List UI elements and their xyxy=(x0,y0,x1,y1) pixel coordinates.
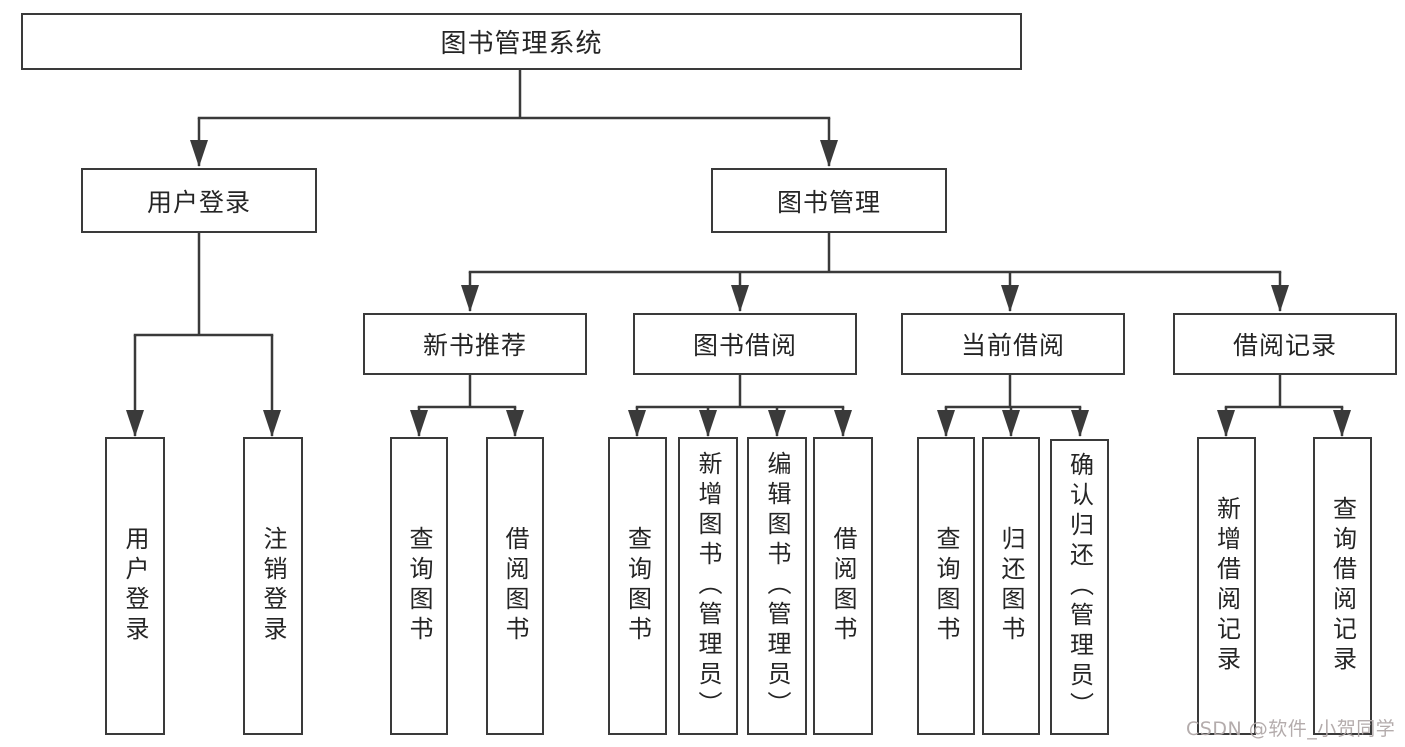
node-book-borrowing: 图书借阅 xyxy=(633,313,857,375)
leaf-node-query-books-current: 查询图书 xyxy=(917,437,975,735)
node-label: 注销登录 xyxy=(259,526,287,646)
leaf-node-return-books: 归还图书 xyxy=(982,437,1040,735)
node-label: 借阅图书 xyxy=(501,526,529,646)
node-label: 新书推荐 xyxy=(422,331,527,360)
leaf-node-user-login: 用户登录 xyxy=(105,437,165,735)
leaf-node-query-borrow-record: 查询借阅记录 xyxy=(1313,437,1372,735)
leaf-node-borrow-books-recommend: 借阅图书 xyxy=(486,437,544,735)
leaf-node-confirm-return-admin: 确认归还（管理员） xyxy=(1050,439,1109,735)
csdn-watermark: CSDN @软件_小贺同学 xyxy=(1186,718,1396,740)
node-label: 新增借阅记录 xyxy=(1212,496,1241,676)
node-label: 借阅图书 xyxy=(829,526,857,646)
leaf-node-borrow-books-borrowing: 借阅图书 xyxy=(813,437,873,735)
node-label: 编辑图书（管理员） xyxy=(763,451,791,721)
node-new-book-recommendation: 新书推荐 xyxy=(363,313,587,375)
leaf-node-edit-books-admin: 编辑图书（管理员） xyxy=(747,437,807,735)
leaf-node-query-books-borrowing: 查询图书 xyxy=(608,437,667,735)
node-label: 查询借阅记录 xyxy=(1328,496,1357,676)
node-label: 用户登录 xyxy=(121,526,149,646)
node-label: 当前借阅 xyxy=(960,331,1065,360)
node-book-management: 图书管理 xyxy=(711,168,947,233)
leaf-node-query-books-recommend: 查询图书 xyxy=(390,437,448,735)
node-library-system: 图书管理系统 xyxy=(21,13,1022,70)
node-label: 图书管理系统 xyxy=(440,29,603,59)
node-user-login: 用户登录 xyxy=(81,168,317,233)
node-borrowing-records: 借阅记录 xyxy=(1173,313,1397,375)
node-label: 图书借阅 xyxy=(692,331,797,360)
node-label: 用户登录 xyxy=(146,187,251,217)
node-label: 确认归还（管理员） xyxy=(1065,452,1094,722)
node-label: 归还图书 xyxy=(997,526,1025,646)
leaf-node-logout: 注销登录 xyxy=(243,437,303,735)
node-label: 借阅记录 xyxy=(1232,331,1337,360)
node-label: 查询图书 xyxy=(932,526,960,646)
leaf-node-add-books-admin: 新增图书（管理员） xyxy=(678,437,738,735)
leaf-node-add-borrow-record: 新增借阅记录 xyxy=(1197,437,1256,735)
node-label: 查询图书 xyxy=(405,526,433,646)
node-current-borrowing: 当前借阅 xyxy=(901,313,1125,375)
node-label: 图书管理 xyxy=(776,187,881,217)
node-label: 新增图书（管理员） xyxy=(694,451,722,721)
node-label: 查询图书 xyxy=(623,526,652,646)
